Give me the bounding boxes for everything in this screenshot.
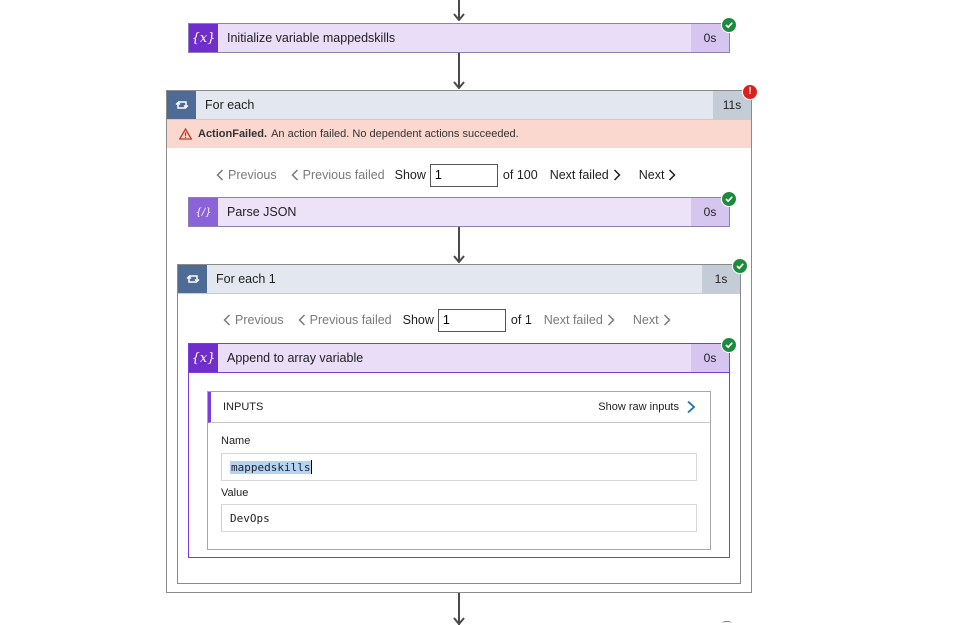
arrow-down-icon: [453, 617, 465, 625]
field-value-name[interactable]: mappedskills: [221, 453, 697, 481]
chevron-right-icon: [669, 169, 677, 181]
inputs-panel: INPUTS Show raw inputs Name mappedskills…: [207, 391, 711, 550]
chevron-left-icon: [216, 169, 224, 181]
success-check-icon: [721, 17, 737, 33]
action-card-initialize-variable[interactable]: {x} Initialize variable mappedskills 0s: [188, 23, 730, 53]
chevron-right-icon: [687, 400, 696, 414]
foreach-outer-pager: Previous Previous failed Show of 100 Nex…: [216, 163, 677, 187]
field-label-value: Value: [221, 487, 249, 499]
arrow-down-icon: [453, 81, 465, 89]
previous-button[interactable]: Previous: [223, 313, 284, 327]
arrow-down-icon: [453, 255, 465, 263]
next-failed-button[interactable]: Next failed: [550, 168, 621, 182]
foreach-title: For each 1: [216, 272, 276, 286]
loop-icon: [178, 265, 207, 293]
previous-failed-button[interactable]: Previous failed: [298, 313, 392, 327]
foreach-title: For each: [205, 98, 255, 112]
chevron-left-icon: [223, 314, 231, 326]
foreach-outer-header[interactable]: For each 11s: [167, 91, 751, 120]
variable-icon: {x}: [189, 344, 218, 372]
foreach-inner-pager: Previous Previous failed Show of 1 Next …: [223, 308, 671, 332]
loop-icon: [167, 91, 196, 119]
inputs-label: INPUTS: [223, 401, 264, 413]
arrow-down-icon: [453, 13, 465, 21]
parse-json-icon: {∕}: [189, 198, 218, 226]
action-title: Initialize variable mappedskills: [227, 31, 396, 45]
success-check-icon: [721, 191, 737, 207]
chevron-right-icon: [607, 314, 615, 326]
action-title: Append to array variable: [227, 351, 364, 365]
foreach-inner-header[interactable]: For each 1 1s: [178, 265, 740, 294]
next-action-badge-partial: [722, 621, 732, 625]
chevron-left-icon: [291, 169, 298, 181]
error-message: An action failed. No dependent actions s…: [271, 128, 519, 140]
success-check-icon: [732, 258, 748, 274]
iteration-total: of 100: [502, 168, 538, 182]
action-title: Parse JSON: [227, 205, 297, 219]
show-label: Show: [394, 168, 426, 182]
show-label: Show: [402, 313, 434, 327]
connector-arrow-top: [458, 0, 460, 18]
field-value-value[interactable]: DevOps: [221, 504, 697, 532]
next-button[interactable]: Next: [639, 168, 677, 182]
success-check-icon: [721, 337, 737, 353]
text-caret: [311, 460, 313, 474]
previous-button[interactable]: Previous: [216, 168, 277, 182]
chevron-right-icon: [663, 314, 671, 326]
action-card-parse-json[interactable]: {∕} Parse JSON 0s: [188, 197, 730, 227]
inputs-header: INPUTS Show raw inputs: [208, 392, 710, 423]
iteration-input[interactable]: [429, 163, 498, 187]
iteration-input[interactable]: [437, 308, 506, 332]
error-banner: ActionFailed. An action failed. No depen…: [167, 120, 751, 148]
previous-failed-button[interactable]: Previous failed: [291, 168, 385, 182]
action-card-append-to-array[interactable]: {x} Append to array variable 0s: [188, 343, 730, 373]
action-duration: 0s: [691, 198, 729, 226]
next-failed-button[interactable]: Next failed: [544, 313, 615, 327]
chevron-left-icon: [298, 314, 305, 326]
selected-text: mappedskills: [230, 460, 312, 474]
show-raw-inputs-button[interactable]: Show raw inputs: [598, 400, 696, 414]
warning-icon: [179, 128, 192, 140]
error-status-icon: !: [742, 84, 758, 100]
field-label-name: Name: [221, 435, 251, 447]
chevron-right-icon: [613, 169, 621, 181]
error-title: ActionFailed.: [198, 128, 268, 140]
iteration-total: of 1: [510, 313, 532, 327]
connector-arrow: [458, 227, 460, 261]
variable-icon: {x}: [189, 24, 218, 52]
connector-arrow: [458, 53, 460, 87]
next-button[interactable]: Next: [633, 313, 671, 327]
connector-arrow-bottom: [458, 593, 460, 625]
